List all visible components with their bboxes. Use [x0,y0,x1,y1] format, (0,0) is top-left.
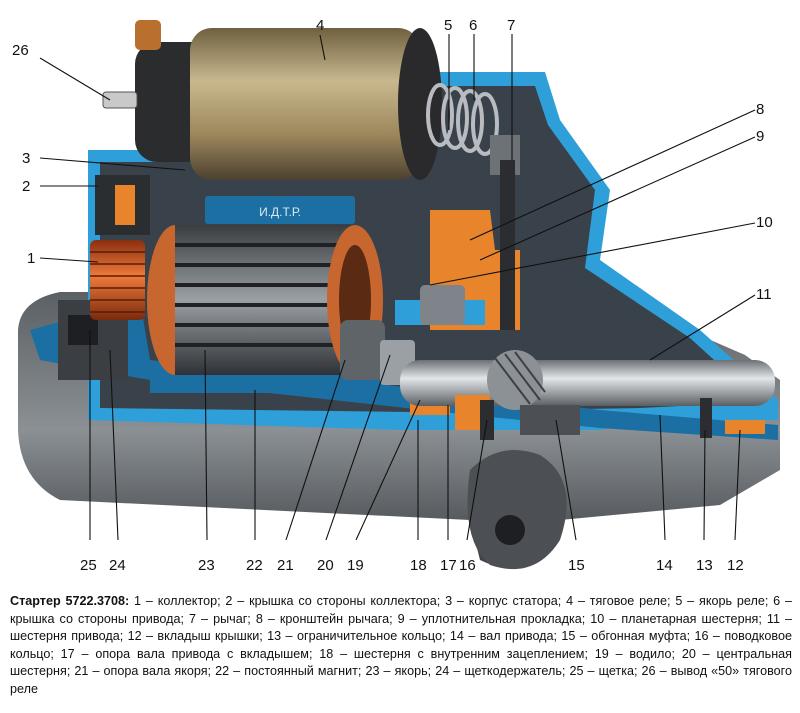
figure-caption: Стартер 5722.3708: 1 – коллектор; 2 – кр… [10,593,792,699]
lever [500,160,515,330]
permanent-magnet [150,375,390,393]
callout-20: 20 [317,557,334,574]
callout-12: 12 [727,557,744,574]
callout-1: 1 [27,250,35,267]
callout-25: 25 [80,557,97,574]
callout-5: 5 [444,17,452,34]
starter-cutaway-illustration: И.Д.Т.Р. [12,17,780,574]
mount-flange [467,450,567,570]
caption-legend: 1 – коллектор; 2 – крышка со стороны кол… [10,594,792,696]
callout-14: 14 [656,557,673,574]
callout-9: 9 [756,128,764,145]
callout-3: 3 [22,150,30,167]
callout-11: 11 [756,286,772,303]
solenoid-body [190,28,420,180]
solenoid-endcap [398,28,442,180]
stator-plate [205,196,355,224]
commutator-spring [115,185,135,225]
pinion-teeth [494,351,546,405]
callout-8: 8 [756,101,764,118]
caption-title: Стартер 5722.3708: [10,594,130,608]
leader-lines [39,34,756,541]
callout-13: 13 [696,557,713,574]
callout-26: 26 [12,42,29,59]
callout-10: 10 [756,214,773,231]
overrunning-clutch [520,405,580,435]
brush [68,315,98,345]
brand-label: И.Д.Т.Р. [259,205,301,219]
callout-16: 16 [459,557,476,574]
terminal-50 [102,91,138,109]
callout-4: 4 [316,17,324,34]
callout-23: 23 [198,557,215,574]
callout-numbers: 1 2 3 4 5 6 7 8 9 10 11 12 13 14 15 16 1… [12,17,773,574]
cover-bushing [725,420,765,434]
callout-24: 24 [109,557,126,574]
callout-15: 15 [568,557,585,574]
solenoid-terminal-stud [135,20,161,50]
armature-slots [175,243,355,347]
callout-7: 7 [507,17,515,34]
planet-gear [420,285,465,325]
commutator-bars [90,251,145,313]
limit-ring [700,398,712,438]
mount-hole [495,515,525,545]
callout-6: 6 [469,17,477,34]
armature-shaft-support [340,320,385,380]
callout-2: 2 [22,178,30,195]
callout-18: 18 [410,557,427,574]
relay-armature-spring [426,83,499,156]
callout-19: 19 [347,557,364,574]
callout-17: 17 [440,557,457,574]
callout-21: 21 [277,557,294,574]
callout-22: 22 [246,557,263,574]
